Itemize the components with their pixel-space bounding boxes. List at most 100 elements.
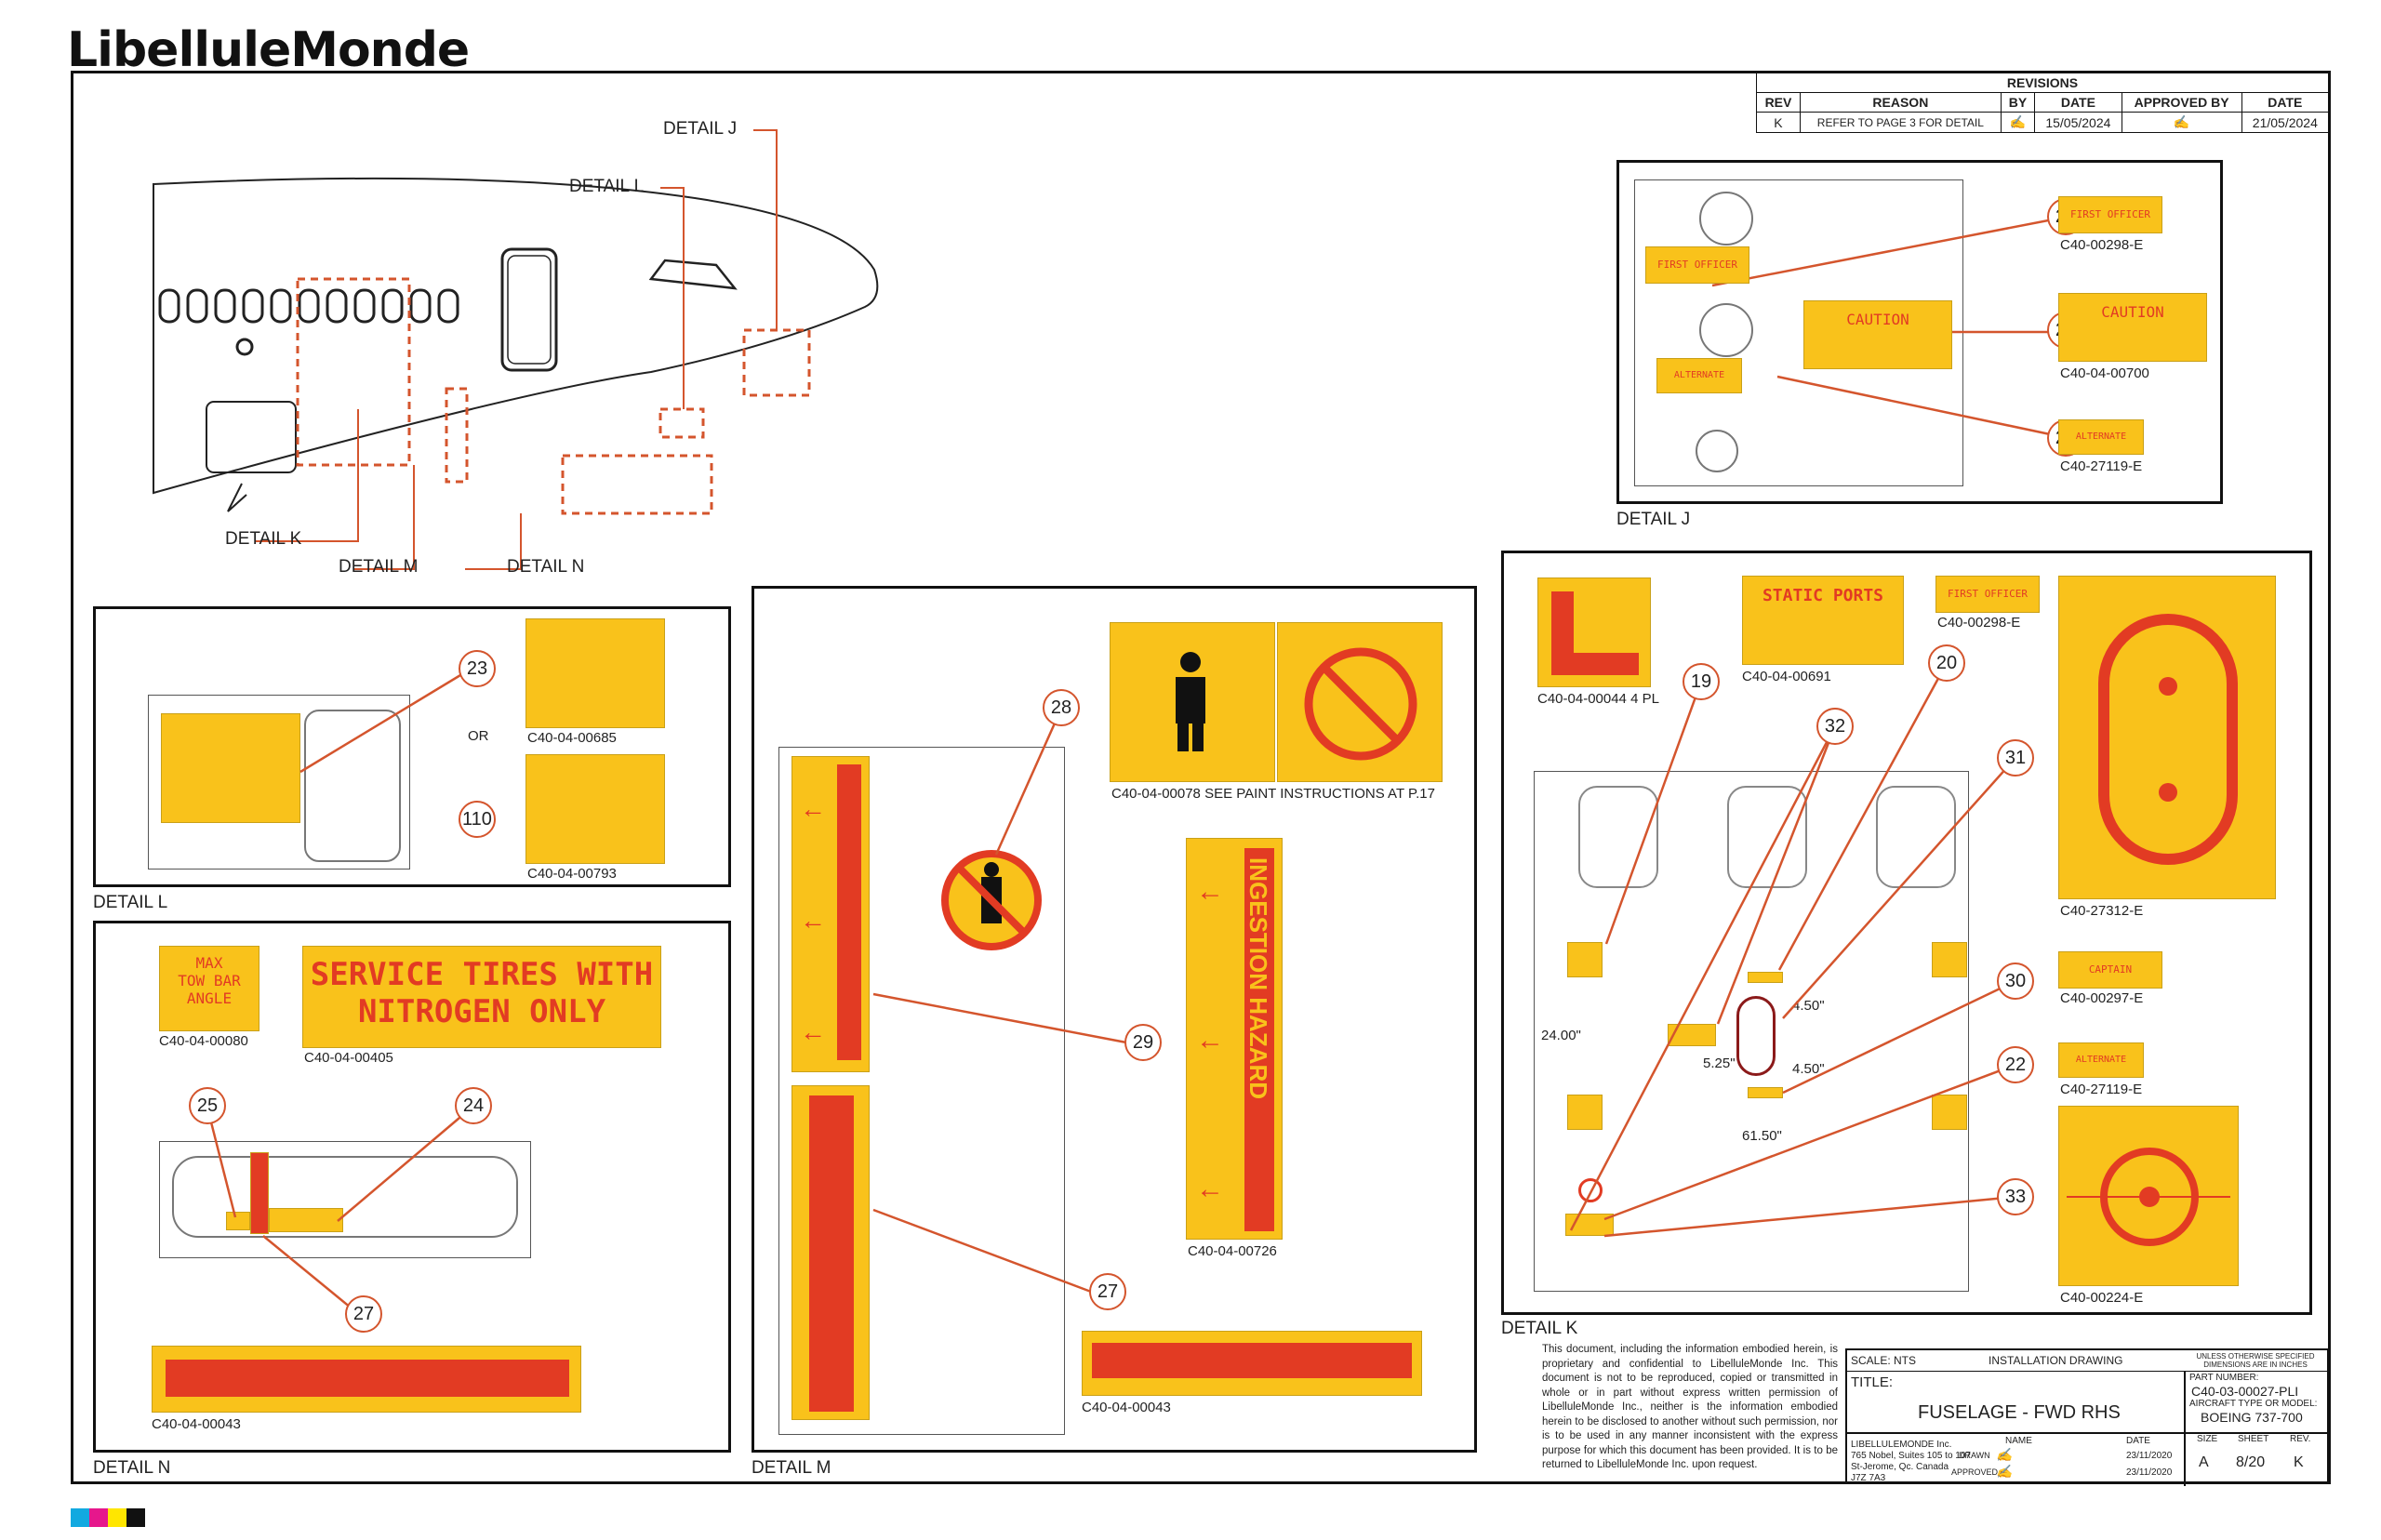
tb-date-header: DATE: [2126, 1436, 2150, 1446]
aircraft-nose-drawing: [153, 129, 879, 570]
l-label-00793: C40-04-00793: [527, 866, 617, 882]
k-corner-decal: [1537, 578, 1651, 687]
detail-l-caption: DETAIL L: [93, 893, 168, 912]
n-red-stripe-decal: [152, 1346, 581, 1413]
k-static-port-ring: [1736, 996, 1776, 1076]
n-red-stripe: [166, 1360, 569, 1397]
m-engine-view: [778, 747, 1065, 1435]
k-dim-2: 4.50": [1792, 1061, 1825, 1077]
tb-drawn-date: 23/11/2020: [2126, 1451, 2173, 1461]
tb-title-label: TITLE:: [1851, 1374, 1894, 1390]
m-label-00078: C40-04-00078 SEE PAINT INSTRUCTIONS AT P…: [1111, 786, 1435, 802]
k-corner-installed: [1932, 1095, 1967, 1130]
detail-n-panel: MAX TOW BAR ANGLE C40-04-00080 SERVICE T…: [93, 921, 731, 1453]
callout-19: 19: [1683, 663, 1720, 700]
k-window: [1727, 786, 1807, 888]
k-target-line: [2067, 1196, 2230, 1198]
callout-33: 33: [1997, 1178, 2034, 1215]
overview-detail-k-label: DETAIL K: [225, 529, 302, 549]
tb-size: A: [2199, 1454, 2209, 1470]
detail-m-leaders: [872, 716, 1127, 1294]
detail-n-leaders: [206, 1107, 472, 1313]
reason-header: REASON: [1799, 92, 2002, 113]
tb-drawn-label: DRAWN: [1959, 1451, 1990, 1460]
black-swatch: [126, 1508, 145, 1527]
detail-l-access-panel: [304, 710, 401, 862]
m-ingestion-decal-installed: ← ← ←: [791, 756, 870, 1072]
drawing-frame: [71, 71, 2331, 1484]
l-placard-00685: [525, 618, 665, 728]
callout-27-n: 27: [345, 1295, 382, 1333]
person-icon: [1176, 652, 1205, 751]
detail-n-caption: DETAIL N: [93, 1458, 171, 1478]
n-label-00405: C40-04-00405: [304, 1050, 393, 1066]
approved-signature: ✍: [2121, 112, 2242, 133]
n-gear-door-view: [159, 1141, 531, 1258]
l-or-label: OR: [468, 728, 489, 744]
n-service-tires-decal: SERVICE TIRES WITH NITROGEN ONLY: [302, 946, 661, 1048]
rev-value: K: [1756, 112, 1801, 133]
m-person-decal-00078: [1110, 622, 1275, 782]
detail-m-panel: ← ← ← C40-04-00078 SEE PAINT INSTRUCTION…: [752, 586, 1477, 1453]
k-window: [1578, 786, 1658, 888]
approved-date-header: DATE: [2241, 92, 2330, 113]
tb-address2: St-Jerome, Qc. Canada: [1851, 1462, 1949, 1472]
m-ingestion-red-strip: [837, 764, 861, 1060]
approved-by-header: APPROVED BY: [2121, 92, 2242, 113]
k-target-decal: [2058, 1106, 2239, 1286]
m-arrow-icon: ←: [1196, 1174, 1224, 1204]
overview-detail-m-label: DETAIL M: [339, 557, 419, 577]
yellow-swatch: [108, 1508, 126, 1527]
detail-k-caption: DETAIL K: [1501, 1319, 1578, 1338]
tb-scale: SCALE: NTS: [1851, 1354, 1917, 1367]
k-dim-1: 4.50": [1792, 998, 1825, 1014]
by-signature: ✍: [2000, 112, 2036, 133]
m-ingestion-text: INGESTION HAZARD: [1244, 857, 1272, 1099]
j-first-officer-sample: FIRST OFFICER: [2058, 196, 2162, 233]
m-red-stripe-decal-00043: [1082, 1331, 1422, 1396]
m-red-stripe: [1092, 1343, 1412, 1378]
tb-aircraft: BOEING 737-700: [2201, 1410, 2303, 1425]
j-label-00298: C40-00298-E: [2060, 237, 2144, 253]
k-oval-dot: [2159, 783, 2177, 802]
cyan-swatch: [71, 1508, 89, 1527]
m-red-strip-decal-installed: [791, 1085, 870, 1420]
k-target-ring-installed: [1578, 1178, 1603, 1202]
k-cockpit-view: [1534, 771, 1969, 1292]
tb-aircraft-label: AIRCRAFT TYPE OR MODEL:: [2189, 1399, 2318, 1409]
tb-row-top: [1847, 1350, 2331, 1372]
l-placard-00793: [525, 754, 665, 864]
tb-sheet: 8/20: [2236, 1454, 2266, 1470]
k-captain-decal: CAPTAIN: [2058, 951, 2162, 989]
k-label-captain: C40-00297-E: [2060, 990, 2144, 1006]
k-label-alternate: C40-27119-E: [2060, 1082, 2143, 1097]
tb-title: FUSELAGE - FWD RHS: [1918, 1402, 2121, 1423]
overview-detail-j-label: DETAIL J: [663, 119, 738, 139]
m-ingestion-decal-00726: INGESTION HAZARD ← ← ←: [1186, 838, 1283, 1240]
m-red-strip: [809, 1095, 854, 1412]
k-window: [1876, 786, 1956, 888]
m-arrow-icon: ←: [1196, 876, 1224, 907]
m-prohibition-decal: [1277, 622, 1443, 782]
tb-divider: [2184, 1371, 2186, 1486]
tb-part-label: PART NUMBER:: [2189, 1373, 2259, 1383]
overview-detail-n-label: DETAIL N: [507, 557, 585, 577]
tb-approved-label: APPROVED: [1951, 1467, 1999, 1477]
k-dim-5: 61.50": [1742, 1128, 1782, 1144]
j-first-officer-decal: FIRST OFFICER: [1645, 246, 1749, 284]
m-arrow-icon: ←: [1196, 1025, 1224, 1055]
tb-rev: K: [2294, 1454, 2304, 1470]
callout-27-m: 27: [1089, 1273, 1126, 1310]
k-oval-dot: [2159, 677, 2177, 696]
approved-date-value: 21/05/2024: [2241, 112, 2330, 133]
j-label-27119: C40-27119-E: [2060, 458, 2143, 474]
m-ingestion-bar: [1244, 848, 1274, 1231]
tb-part: C40-03-00027-PLI: [2191, 1384, 2299, 1399]
k-label-corner: C40-04-00044 4 PL: [1537, 691, 1659, 707]
tb-drawn-signature: ✍: [1996, 1447, 2013, 1462]
m-arrow-icon: ←: [800, 1017, 826, 1046]
tb-company-name: LIBELLULEMONDE Inc.: [1851, 1440, 1952, 1450]
tb-units: UNLESS OTHERWISE SPECIFIED DIMENSIONS AR…: [2196, 1352, 2315, 1369]
k-label-fo: C40-00298-E: [1937, 615, 2021, 631]
k-label-target: C40-00224-E: [2060, 1290, 2144, 1306]
